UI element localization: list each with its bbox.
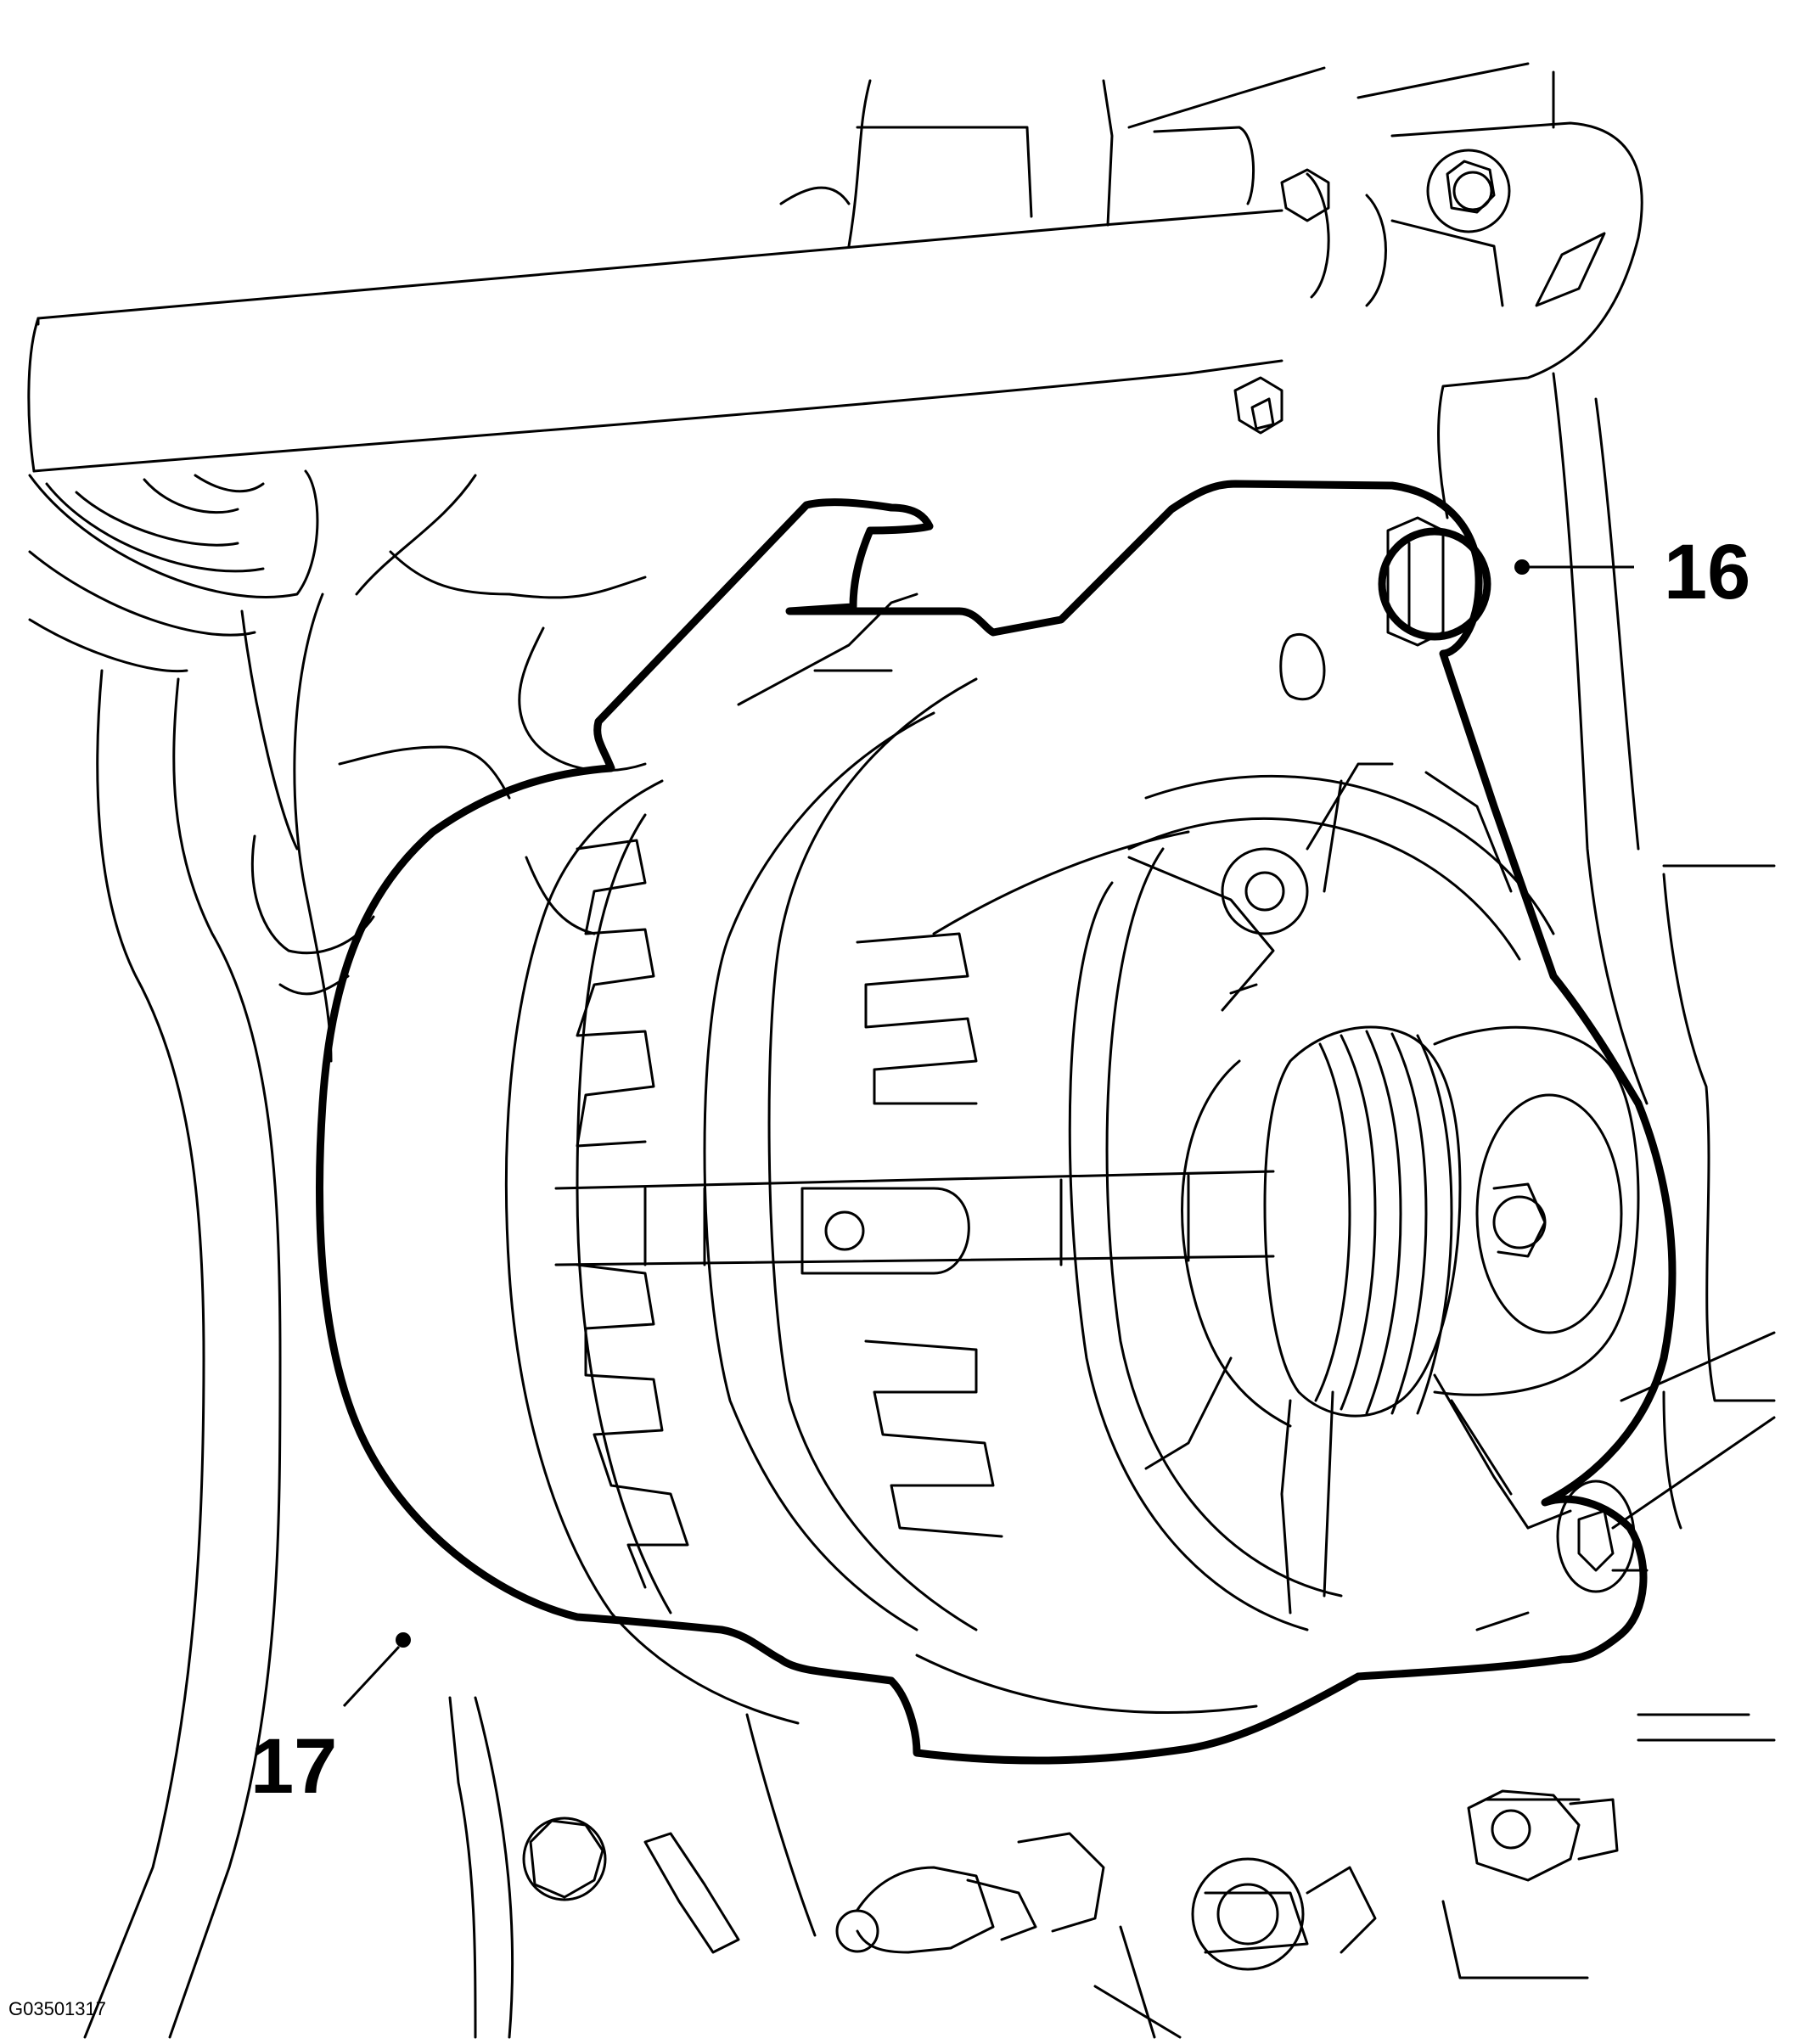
figure-id: G03501317 [8,1998,106,2019]
callout-16-dot [1514,559,1530,575]
callout-17: 17 [250,1632,411,1810]
alternator-upper-bolt [1378,516,1491,647]
engine-background [27,62,1776,2039]
alternator-outline [316,480,1677,1765]
callout-16: 16 [1514,529,1750,615]
callout-17-leader [342,1645,401,1708]
callout-17-label: 17 [250,1723,337,1810]
callout-16-label: 16 [1664,529,1750,615]
alternator-body [504,592,1640,1725]
callout-17-dot [396,1632,411,1648]
